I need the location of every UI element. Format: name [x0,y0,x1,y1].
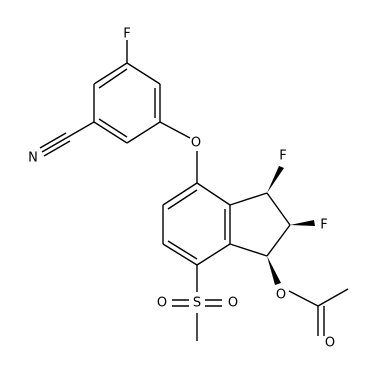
nitrile-bond [41,136,69,153]
bond [126,121,161,144]
cyclopentane-ring [229,192,291,257]
wedge-bond [267,166,284,193]
bond [162,182,198,206]
bond [229,243,268,257]
atom-o-sulfonyl-left: O [157,296,167,311]
nitrile-bond [43,140,71,157]
atom-o-acetate: O [276,288,286,303]
atom-f-c2: F [320,218,327,233]
bond [317,288,349,307]
bond [67,121,95,138]
bond [196,182,231,206]
bond [98,68,128,89]
nitrile-bond [39,132,67,149]
atom-f-c1: F [279,149,286,164]
bond [229,192,268,206]
bond [288,290,319,307]
bond [266,192,291,226]
atom-n-nitrile: N [28,151,38,166]
bond [167,240,198,260]
fluorocyanophenyl-ring [93,62,161,144]
indane-benzo-ring [162,182,231,266]
wedge-bond [267,256,281,285]
atom-s-sulfonyl: S [193,296,201,311]
bond [98,118,128,138]
bond [162,243,198,266]
atom-o-ether: O [191,136,201,151]
bond [266,224,291,257]
bond [126,62,161,85]
bond [196,243,231,266]
bond [167,189,198,210]
atom-o-sulfonyl-right: O [228,296,238,311]
atom-f-top: F [123,27,130,42]
bond [93,62,128,85]
bond [93,121,128,144]
bond [159,121,191,139]
wedge-bond [290,220,315,226]
atom-o-carbonyl: O [325,336,335,351]
